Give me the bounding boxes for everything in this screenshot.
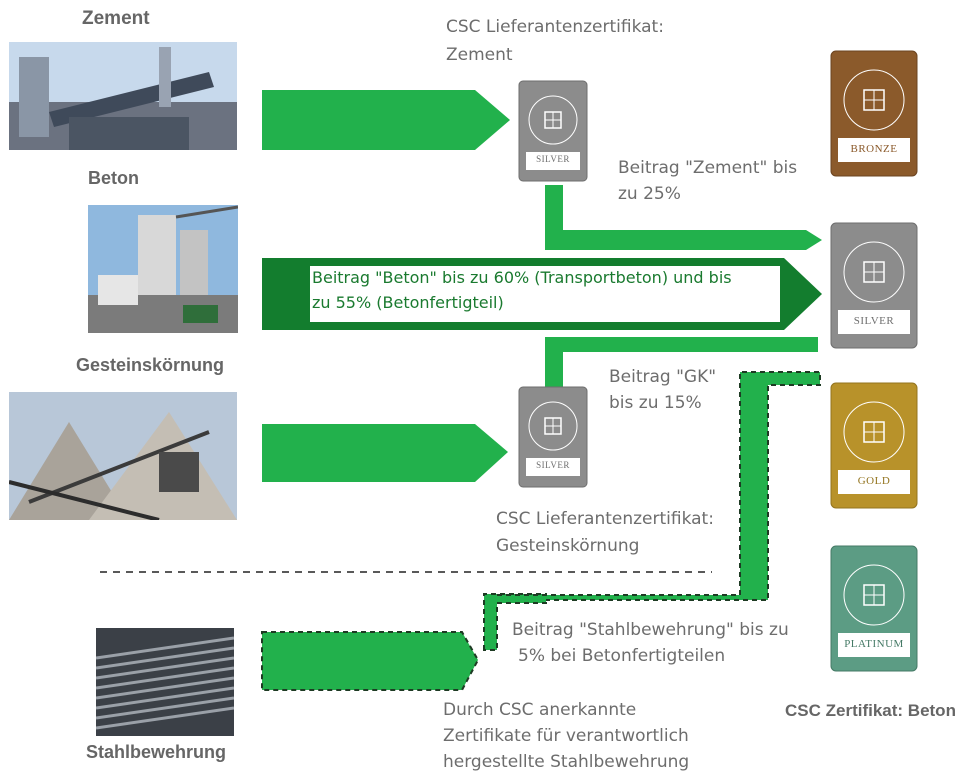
gesteinskoernung-photo xyxy=(9,392,237,520)
beton-contribution-line1: Beitrag "Beton" bis zu 60% (Transportbet… xyxy=(312,268,732,287)
gk-connector xyxy=(545,337,818,395)
zement-supplier-silver-badge: SILVER xyxy=(518,80,588,182)
zement-contribution-line1: Beitrag "Zement" bis xyxy=(618,158,798,178)
beton-contribution-line2: zu 55% (Betonfertigteil) xyxy=(312,293,504,312)
steel-note-line2: Zertifikate für verantwortlich xyxy=(443,726,689,746)
gesteinskoernung-label: Gesteinskörnung xyxy=(76,355,225,375)
gk-supplier-silver-badge: SILVER xyxy=(518,386,588,488)
beton-plant-photo xyxy=(88,205,238,333)
gestein-arrow xyxy=(262,424,508,482)
zement-label: Zement xyxy=(82,8,150,29)
gold-badge: GOLD xyxy=(830,382,918,509)
gk-cert-line1: CSC Lieferantenzertifikat: xyxy=(496,509,714,529)
zement-supplier-badge-label: SILVER xyxy=(536,154,570,164)
steel-note-line1: Durch CSC anerkannte xyxy=(443,700,637,720)
stahlbewehrung-label: Stahlbewehrung xyxy=(86,742,227,762)
stahl-contribution-line2: 5% bei Betonfertigteilen xyxy=(518,646,726,666)
steel-note-line3: hergestellte Stahlbewehrung xyxy=(443,752,690,772)
result-label: CSC Zertifikat: Beton xyxy=(785,701,956,720)
stahlbewehrung-photo xyxy=(96,628,234,736)
silver-result-badge: SILVER xyxy=(830,222,918,349)
gk-supplier-badge-label: SILVER xyxy=(536,460,570,470)
gk-cert-line2: Gesteinskörnung xyxy=(496,536,640,556)
gold-badge-label: GOLD xyxy=(857,475,891,487)
beton-label: Beton xyxy=(88,168,139,188)
zement-contribution-line2: zu 25% xyxy=(618,184,681,204)
bronze-badge: BRONZE xyxy=(830,50,918,177)
silver-result-badge-label: SILVER xyxy=(853,315,895,327)
zement-cert-line1: CSC Lieferantenzertifikat: xyxy=(446,17,664,37)
beton-contribution-box xyxy=(310,266,780,322)
gk-contribution-line1: Beitrag "GK" xyxy=(609,367,717,387)
zement-arrow xyxy=(262,90,510,150)
bronze-badge-label: BRONZE xyxy=(850,143,898,155)
stahl-connector xyxy=(483,593,547,651)
stahl-arrow xyxy=(261,631,480,691)
zement-cert-line2: Zement xyxy=(446,45,513,65)
platinum-badge: PLATINUM xyxy=(830,545,918,672)
gk-contribution-line2: bis zu 15% xyxy=(609,393,702,413)
stahl-contribution-line1: Beitrag "Stahlbewehrung" bis zu xyxy=(512,620,789,640)
zement-plant-photo xyxy=(9,42,237,150)
zement-connector xyxy=(545,185,822,250)
platinum-badge-label: PLATINUM xyxy=(844,638,904,650)
